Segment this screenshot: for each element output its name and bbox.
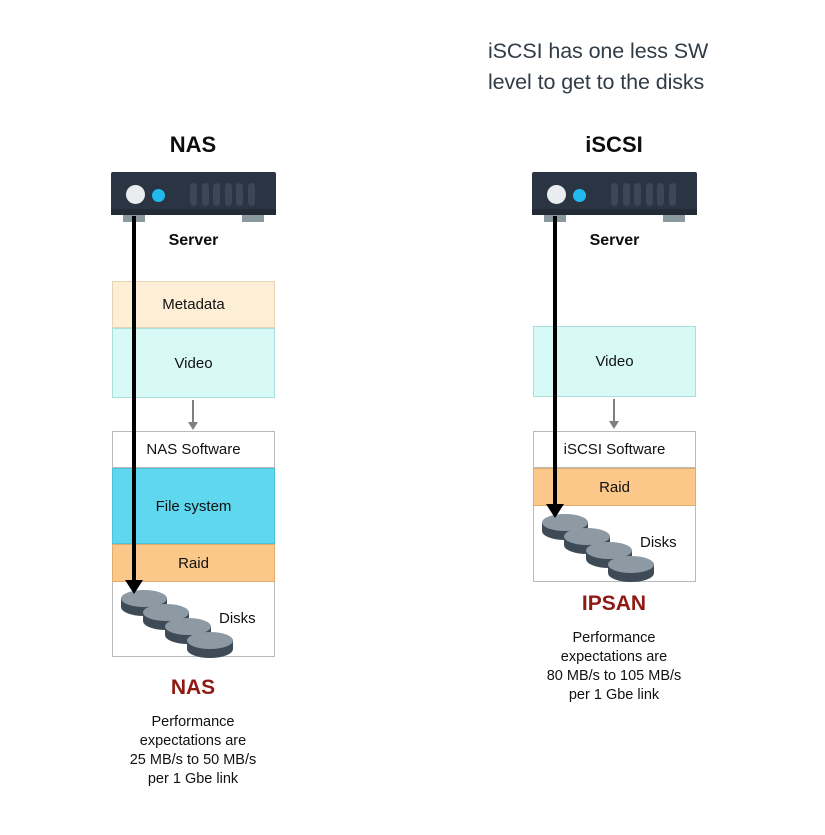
connector-arrowhead-iscsi bbox=[608, 421, 619, 429]
headline-note-line-1: iSCSI has one less SW bbox=[488, 39, 709, 63]
disks-label-iscsi: Disks bbox=[640, 534, 677, 551]
server-base-strip bbox=[532, 209, 697, 215]
connector-line-iscsi bbox=[613, 399, 615, 423]
caption-line-3: 25 MB/s to 50 MB/s bbox=[129, 752, 257, 768]
data-path-arrowhead-nas bbox=[124, 580, 143, 594]
server-label-iscsi: Server bbox=[589, 232, 640, 249]
server-vents-icon bbox=[611, 183, 683, 206]
disk-icon bbox=[187, 632, 233, 663]
caption-title-nas: NAS bbox=[170, 676, 216, 699]
caption-line-2: expectations are bbox=[139, 733, 247, 749]
layer-box-video-iscsi: Video bbox=[533, 326, 696, 397]
server-icon-nas bbox=[111, 172, 276, 222]
connector-arrowhead-nas bbox=[187, 422, 198, 430]
disk-icon bbox=[586, 542, 632, 573]
caption-line-2: expectations are bbox=[560, 649, 668, 665]
caption-line-4: per 1 Gbe link bbox=[147, 771, 239, 787]
layer-box-iscsi-software: iSCSI Software bbox=[533, 431, 696, 468]
server-foot-right bbox=[242, 215, 264, 222]
column-title-iscsi: iSCSI bbox=[585, 132, 643, 157]
caption-line-1: Performance bbox=[151, 714, 235, 730]
power-indicator-icon bbox=[547, 185, 566, 204]
caption-body-iscsi: Performance expectations are 80 MB/s to … bbox=[504, 629, 724, 705]
caption-body-nas: Performance expectations are 25 MB/s to … bbox=[83, 713, 303, 789]
layer-box-raid-iscsi: Raid bbox=[533, 468, 696, 506]
data-path-arrowhead-iscsi bbox=[545, 504, 564, 518]
disks-label-nas: Disks bbox=[219, 610, 256, 627]
power-indicator-icon bbox=[126, 185, 145, 204]
server-vents-icon bbox=[190, 183, 262, 206]
layer-box-metadata: Metadata bbox=[112, 281, 275, 328]
server-label-nas: Server bbox=[168, 232, 219, 249]
layer-box-raid-nas: Raid bbox=[112, 544, 275, 582]
status-led-icon bbox=[573, 189, 586, 202]
disk-icon bbox=[608, 556, 654, 587]
headline-note-line-2: level to get to the disks bbox=[488, 70, 705, 94]
status-led-icon bbox=[152, 189, 165, 202]
data-path-line-nas bbox=[132, 216, 136, 586]
server-foot-right bbox=[663, 215, 685, 222]
layer-box-nas-software: NAS Software bbox=[112, 431, 275, 468]
data-path-line-iscsi bbox=[553, 216, 557, 510]
server-base-strip bbox=[111, 209, 276, 215]
caption-line-1: Performance bbox=[572, 630, 656, 646]
server-icon-iscsi bbox=[532, 172, 697, 222]
caption-line-3: 80 MB/s to 105 MB/s bbox=[546, 668, 682, 684]
connector-line-nas bbox=[192, 400, 194, 424]
caption-line-4: per 1 Gbe link bbox=[568, 687, 660, 703]
layer-box-video-nas: Video bbox=[112, 328, 275, 398]
caption-title-iscsi: IPSAN bbox=[581, 592, 647, 615]
layer-box-file-system: File system bbox=[112, 468, 275, 544]
headline-note: iSCSI has one less SW level to get to th… bbox=[488, 36, 788, 98]
column-title-nas: NAS bbox=[169, 132, 217, 157]
